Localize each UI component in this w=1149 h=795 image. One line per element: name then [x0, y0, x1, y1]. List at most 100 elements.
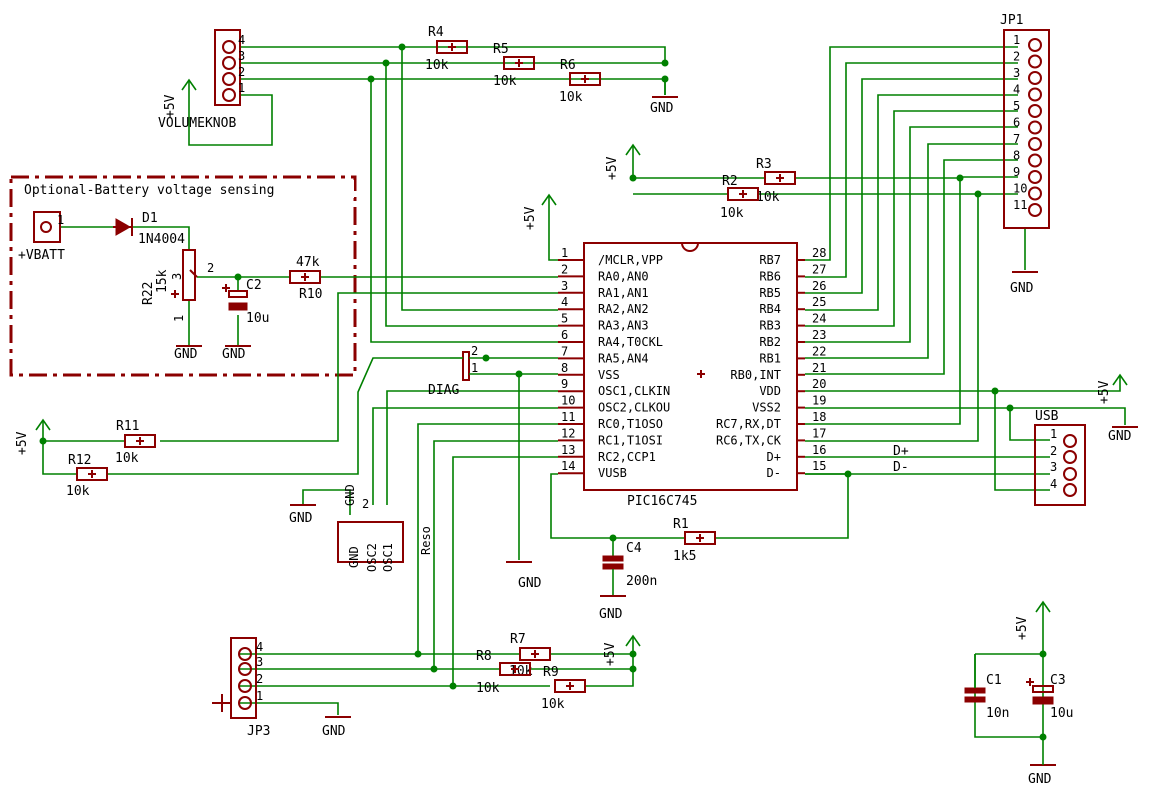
vcc-arrow-r11: +5V — [15, 418, 51, 455]
ic-pin-number: 18 — [812, 410, 826, 424]
volume-pin-2: 2 — [238, 65, 245, 79]
jp1-pin-number: 8 — [1013, 149, 1020, 163]
r5-value: 10k — [493, 74, 517, 89]
gnd-symbols: GND GND GND GND GND GND GND GND GND GND — [174, 96, 1138, 787]
vcc-arrow-volume: +5V — [163, 78, 197, 118]
ic-pin-number: 12 — [561, 426, 575, 440]
r7-name: R7 — [510, 632, 526, 647]
resistor-r8: R8 10k — [476, 649, 531, 696]
vcc-arrow-c1c3: +5V — [1015, 600, 1051, 640]
d1-value: 1N4004 — [138, 232, 185, 247]
gnd-jp1: GND — [1010, 271, 1038, 296]
r22-pin-wiper: 2 — [207, 261, 214, 275]
jp3-pin-1: 1 — [256, 689, 263, 703]
volume-pin-1: 1 — [238, 81, 245, 95]
resonator: GND OSC2 OSC1 GND 2 Reso — [337, 484, 433, 572]
r22-pin-bottom: 1 — [172, 315, 186, 322]
ic-pin-number: 8 — [561, 361, 568, 375]
jp1-pin-number: 3 — [1013, 66, 1020, 80]
r8-value: 10k — [476, 681, 500, 696]
ic-pin-label: VDD — [759, 384, 781, 398]
ic-pin-label: RA1,AN1 — [598, 286, 649, 300]
wires — [42, 46, 1126, 738]
battery-section-box — [9, 175, 357, 377]
jp1-pin-circle — [1028, 87, 1042, 102]
ic-pin-label: RC7,RX,DT — [716, 417, 781, 431]
r11-value: 10k — [115, 451, 139, 466]
jp3-pin-3: 3 — [256, 655, 263, 669]
vcc-arrow-jp1: +5V — [605, 143, 641, 180]
ic-pin-label: VSS2 — [752, 401, 781, 415]
reso-pin-gnd: GND — [347, 546, 361, 568]
r8-name: R8 — [476, 649, 492, 664]
reso-pin-num: 2 — [362, 497, 369, 511]
jp3-pin-2: 2 — [256, 672, 263, 686]
r6-value: 10k — [559, 90, 583, 105]
r9-name: R9 — [543, 665, 559, 680]
diag-jumper: 2 1 DIAG — [428, 344, 486, 398]
resistor-r1: R1 1k5 — [673, 517, 716, 564]
ic-pin-label: RA3,AN3 — [598, 319, 649, 333]
r22-value: 15k — [155, 269, 170, 293]
svg-text:GND: GND — [222, 347, 246, 362]
ic-pin-number: 6 — [561, 328, 568, 342]
r10-name: R10 — [299, 287, 322, 302]
ic-name: PIC16C745 — [627, 494, 697, 509]
jp1-pin-number: 5 — [1013, 99, 1020, 113]
svg-text:GND: GND — [1108, 429, 1132, 444]
usb-pin-1: 1 — [1050, 427, 1057, 441]
svg-text:GND: GND — [1028, 772, 1052, 787]
jp1-pin-circle — [1028, 120, 1042, 135]
ic-pin-label: RC1,T1OSI — [598, 433, 663, 447]
ic-pin-label: VSS — [598, 368, 620, 382]
vcc-arrow-mclr: +5V — [523, 193, 557, 230]
ic-pin-label: RC6,TX,CK — [716, 433, 782, 447]
jp1-pin-circle — [1028, 170, 1042, 184]
ic-pin-label: OSC1,CLKIN — [598, 384, 670, 398]
diag-pin-2: 2 — [471, 344, 478, 358]
jp1-pin-number: 2 — [1013, 50, 1020, 64]
ic-pin-label: RA5,AN4 — [598, 351, 649, 365]
jp1-name: JP1 — [1000, 13, 1023, 28]
vcc-arrow-usb: +5V — [1097, 373, 1128, 404]
ic-pin-number: 2 — [561, 262, 568, 276]
gnd-c1c3: GND — [1028, 737, 1056, 787]
gnd-c2: GND — [222, 345, 251, 362]
svg-text:+5V: +5V — [1015, 616, 1030, 640]
svg-text:+5V: +5V — [15, 431, 30, 455]
reso-name: Reso — [419, 526, 433, 555]
c4-value: 200n — [626, 574, 657, 589]
r11-name: R11 — [116, 419, 139, 434]
resistor-r6: R6 10k — [559, 58, 601, 105]
gnd-r22: GND — [174, 345, 202, 362]
vcc-symbols: +5V +5V +5V +5V +5V +5V +5V — [15, 78, 1128, 666]
usb-pin-4: 4 — [1050, 477, 1057, 491]
connector-vbatt: 1 +VBATT — [18, 211, 65, 263]
ic-pin-number: 25 — [812, 295, 826, 309]
ic-pin-label: RB0,INT — [730, 368, 781, 382]
ic-pin-number: 22 — [812, 344, 826, 358]
ic-pin-number: 27 — [812, 262, 826, 276]
jp1-pin-number: 4 — [1013, 83, 1020, 97]
r3-name: R3 — [756, 157, 772, 172]
connector-jp3: 4 3 2 1 JP3 — [212, 637, 270, 739]
jp1-pin-circle — [1028, 54, 1042, 69]
jp1-pin-number: 6 — [1013, 116, 1020, 130]
r2-name: R2 — [722, 174, 738, 189]
resistor-r11: R11 10k — [115, 419, 156, 466]
gnd-vss: GND — [506, 561, 542, 591]
volume-pin-3: 3 — [238, 49, 245, 63]
r3-value: 10k — [756, 190, 780, 205]
ic-pin-label: /MCLR,VPP — [598, 253, 663, 267]
jp1-pin-number: 9 — [1013, 165, 1020, 179]
svg-text:GND: GND — [322, 724, 346, 739]
ic-pin-number: 15 — [812, 459, 826, 473]
svg-text:+5V: +5V — [603, 642, 618, 666]
ic-pin-label: RB5 — [759, 286, 781, 300]
ic-pin-label: RB4 — [759, 302, 781, 316]
resistor-r4: R4 10k — [425, 25, 468, 73]
r12-name: R12 — [68, 453, 91, 468]
